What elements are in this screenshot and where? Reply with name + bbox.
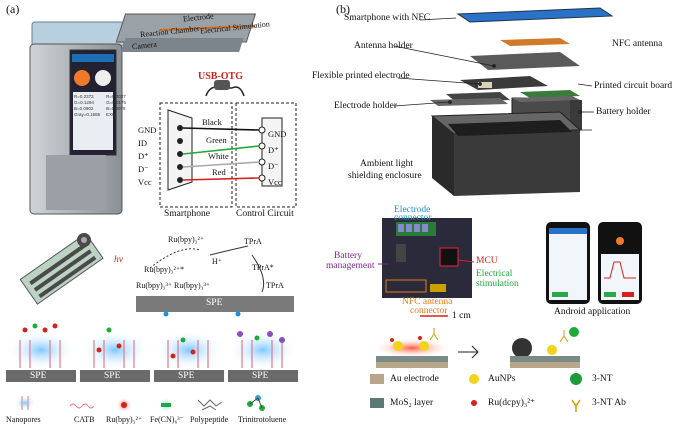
panel-b-letter: (b) — [336, 2, 350, 16]
legend-fecn: Fe(CN)₆³⁻ — [150, 415, 184, 424]
spe-step-2: SPE — [104, 371, 121, 381]
h-plus-label: H⁺ — [212, 257, 222, 266]
usb-otg-label: USB-OTG — [198, 71, 244, 82]
spe-step-1: SPE — [30, 371, 47, 381]
scale-bar-label: 1 cm — [452, 311, 471, 321]
tpra-bottom-label: TPrA — [266, 281, 284, 290]
ru2-star-label: Ru(bpy)₃²⁺* — [144, 265, 185, 274]
label-stimulation-2: stimulation — [476, 279, 519, 289]
label-nfc-antenna: NFC antenna — [612, 39, 663, 49]
wire-green-label: Green — [206, 135, 227, 145]
label-android-app: Android application — [554, 307, 631, 317]
legend-text-mos2: MoS₂ layer — [390, 398, 434, 408]
label-nfc-connector-1: NFC antenna — [402, 297, 453, 307]
wire-white-label: White — [208, 151, 229, 161]
smartphone-caption: Smartphone — [164, 209, 210, 219]
spe-step-4: SPE — [252, 371, 269, 381]
b-exploded-device — [430, 7, 614, 196]
label-electrode-connector-2: connector — [394, 213, 432, 223]
legend-nanopores: Nanopores — [6, 415, 41, 424]
legend-3nt-swatch — [570, 373, 582, 385]
a-reaction-scheme — [19, 232, 294, 317]
b-android-phones — [546, 222, 642, 304]
wire-black-label: Black — [202, 117, 222, 127]
legend-au-swatch — [370, 374, 384, 384]
legend-text-ru: Ru(dcpy)₃²⁺ — [488, 398, 536, 408]
legend-aunp-swatch — [469, 374, 479, 384]
label-nfc-connector-2: connector — [410, 306, 448, 316]
label-smartphone-nfc: Smartphone with NFC — [344, 13, 431, 23]
spe-step-3: SPE — [178, 371, 195, 381]
b-detection-scheme — [370, 327, 582, 412]
label-stimulation-1: Electrical — [476, 269, 513, 279]
label-electrode-connector-1: Electrode — [394, 205, 431, 215]
label-mcu: MCU — [476, 256, 498, 266]
hv-label: hν — [114, 255, 123, 265]
label-enclosure-1: Ambient light — [360, 159, 414, 169]
label-printed-electrode: Flexible printed electrode — [312, 71, 410, 81]
label-battery-1: Battery — [334, 251, 362, 261]
label-electrode-holder: Electrode holder — [334, 101, 398, 111]
tpra-radical-label: TPrA* — [252, 263, 274, 272]
a-electrode-steps — [6, 323, 298, 382]
b-pcb-photo — [378, 218, 475, 317]
spe-label-reaction: SPE — [206, 298, 223, 308]
legend-text-ab: 3-NT Ab — [592, 398, 626, 408]
control-circuit-caption: Control Circuit — [236, 209, 294, 219]
ru3-left-label: Ru(bpy)₃³⁺ — [136, 281, 173, 290]
legend-text-aunp: AuNPs — [488, 374, 516, 384]
b-leader-lines — [393, 17, 594, 131]
a-legend-icons — [14, 395, 265, 413]
legend-text-3nt: 3-NT — [592, 374, 613, 384]
label-battery-2: management — [326, 261, 375, 271]
a-reaction-chamber — [115, 13, 257, 52]
legend-ru: Ru(bpy)₃²⁺ — [106, 415, 143, 424]
panel-a-letter: (a) — [6, 2, 20, 16]
ru2-label: Ru(bpy)₃²⁺ — [168, 235, 205, 244]
wire-red-label: Red — [212, 167, 226, 177]
a-circuit — [159, 80, 297, 208]
tpra-top-label: TPrA — [244, 237, 262, 246]
legend-ab-swatch — [571, 399, 581, 412]
legend-polypeptide: Polypeptide — [190, 415, 229, 424]
legend-text-au: Au electrode — [390, 374, 439, 384]
legend-trinitrotoluene: Trinitrotoluene — [238, 415, 287, 424]
label-antenna-holder: Antenna holder — [354, 41, 413, 51]
label-enclosure-2: shielding enclosure — [348, 171, 422, 181]
legend-ru-swatch — [471, 400, 477, 406]
legend-mos2-swatch — [370, 398, 384, 408]
ru3-right-label: Ru(bpy)₃³⁺ — [174, 281, 211, 290]
label-battery-holder: Battery holder — [596, 107, 651, 117]
label-pcb: Printed circuit board — [594, 81, 673, 91]
legend-catb: CATB — [74, 415, 95, 424]
a-phone-device — [29, 21, 125, 215]
